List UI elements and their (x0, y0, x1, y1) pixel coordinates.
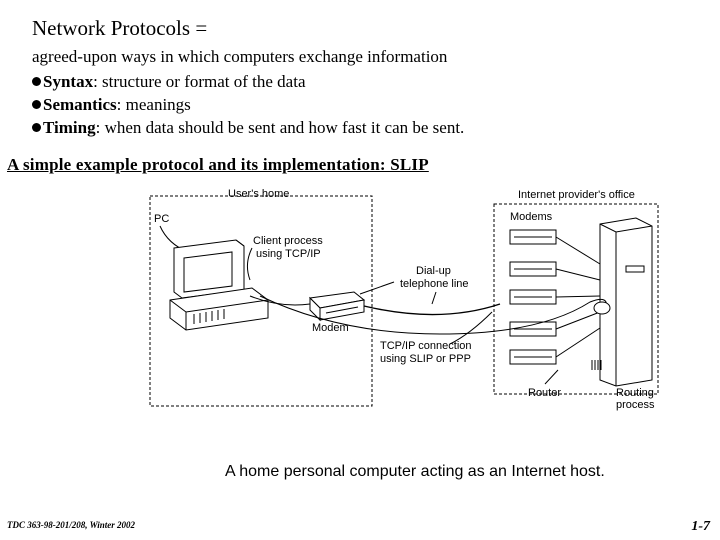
bullet-semantics: Semantics: meanings (32, 93, 464, 116)
bullet-icon (32, 123, 41, 132)
pc-label: PC (154, 213, 169, 225)
pc-base (169, 287, 269, 331)
modem-stack (509, 229, 557, 365)
users-home-boundary (149, 195, 373, 407)
pc-monitor (173, 239, 245, 299)
modems-label: Modems (510, 211, 553, 223)
bullet-text: : structure or format of the data (93, 72, 306, 91)
routing-label-1: Routing (616, 387, 654, 399)
slide-title: Network Protocols = (32, 16, 208, 40)
section-subheading: A simple example protocol and its implem… (7, 155, 429, 174)
router-leader-line (544, 369, 559, 385)
bullet-term: Timing (43, 118, 96, 137)
bullet-list: Syntax: structure or format of the data … (32, 70, 464, 139)
protocol-definition: agreed-upon ways in which computers exch… (32, 47, 448, 66)
tcpip-leader-line (449, 311, 493, 345)
bullet-icon (32, 77, 41, 86)
tcpip-label-1: TCP/IP connection (380, 340, 472, 352)
client-process-label-1: Client process (253, 235, 323, 247)
server-tower (599, 217, 653, 387)
dialup-leader-line-2 (431, 291, 437, 305)
diagram-caption: A home personal computer acting as an In… (225, 463, 605, 480)
client-process-label-2: using TCP/IP (256, 248, 321, 260)
phone-line (363, 303, 501, 316)
bullet-text: : when data should be sent and how fast … (95, 118, 465, 137)
client-process-leader-line (246, 247, 253, 281)
dialup-label-1: Dial-up (416, 265, 451, 277)
page-number: 1-7 (691, 519, 710, 534)
home-modem (308, 291, 366, 322)
serial-cable (249, 295, 311, 306)
course-footer: TDC 363-98-201/208, Winter 2002 (7, 520, 136, 530)
provider-office-boundary (493, 203, 659, 395)
bullet-text: : meanings (116, 95, 191, 114)
users-home-label: User's home (228, 188, 289, 200)
provider-office-label: Internet provider's office (518, 189, 635, 201)
dialup-leader-line (359, 281, 395, 295)
router-label: Router (528, 387, 561, 399)
bullet-syntax: Syntax: structure or format of the data (32, 70, 464, 93)
bullet-term: Semantics (43, 95, 117, 114)
tcpip-label-2: using SLIP or PPP (380, 353, 471, 365)
modem-cables (555, 236, 601, 358)
modem-label: Modem (312, 322, 349, 334)
router-device (591, 360, 602, 370)
tcpip-connection-path (259, 295, 608, 335)
routing-process-node (593, 301, 611, 315)
bullet-timing: Timing: when data should be sent and how… (32, 116, 464, 139)
bullet-term: Syntax (43, 72, 94, 91)
routing-label-2: process (616, 399, 655, 411)
bullet-icon (32, 100, 41, 109)
dialup-label-2: telephone line (400, 278, 469, 290)
slip-diagram: User's home Internet provider's office P… (149, 188, 659, 411)
